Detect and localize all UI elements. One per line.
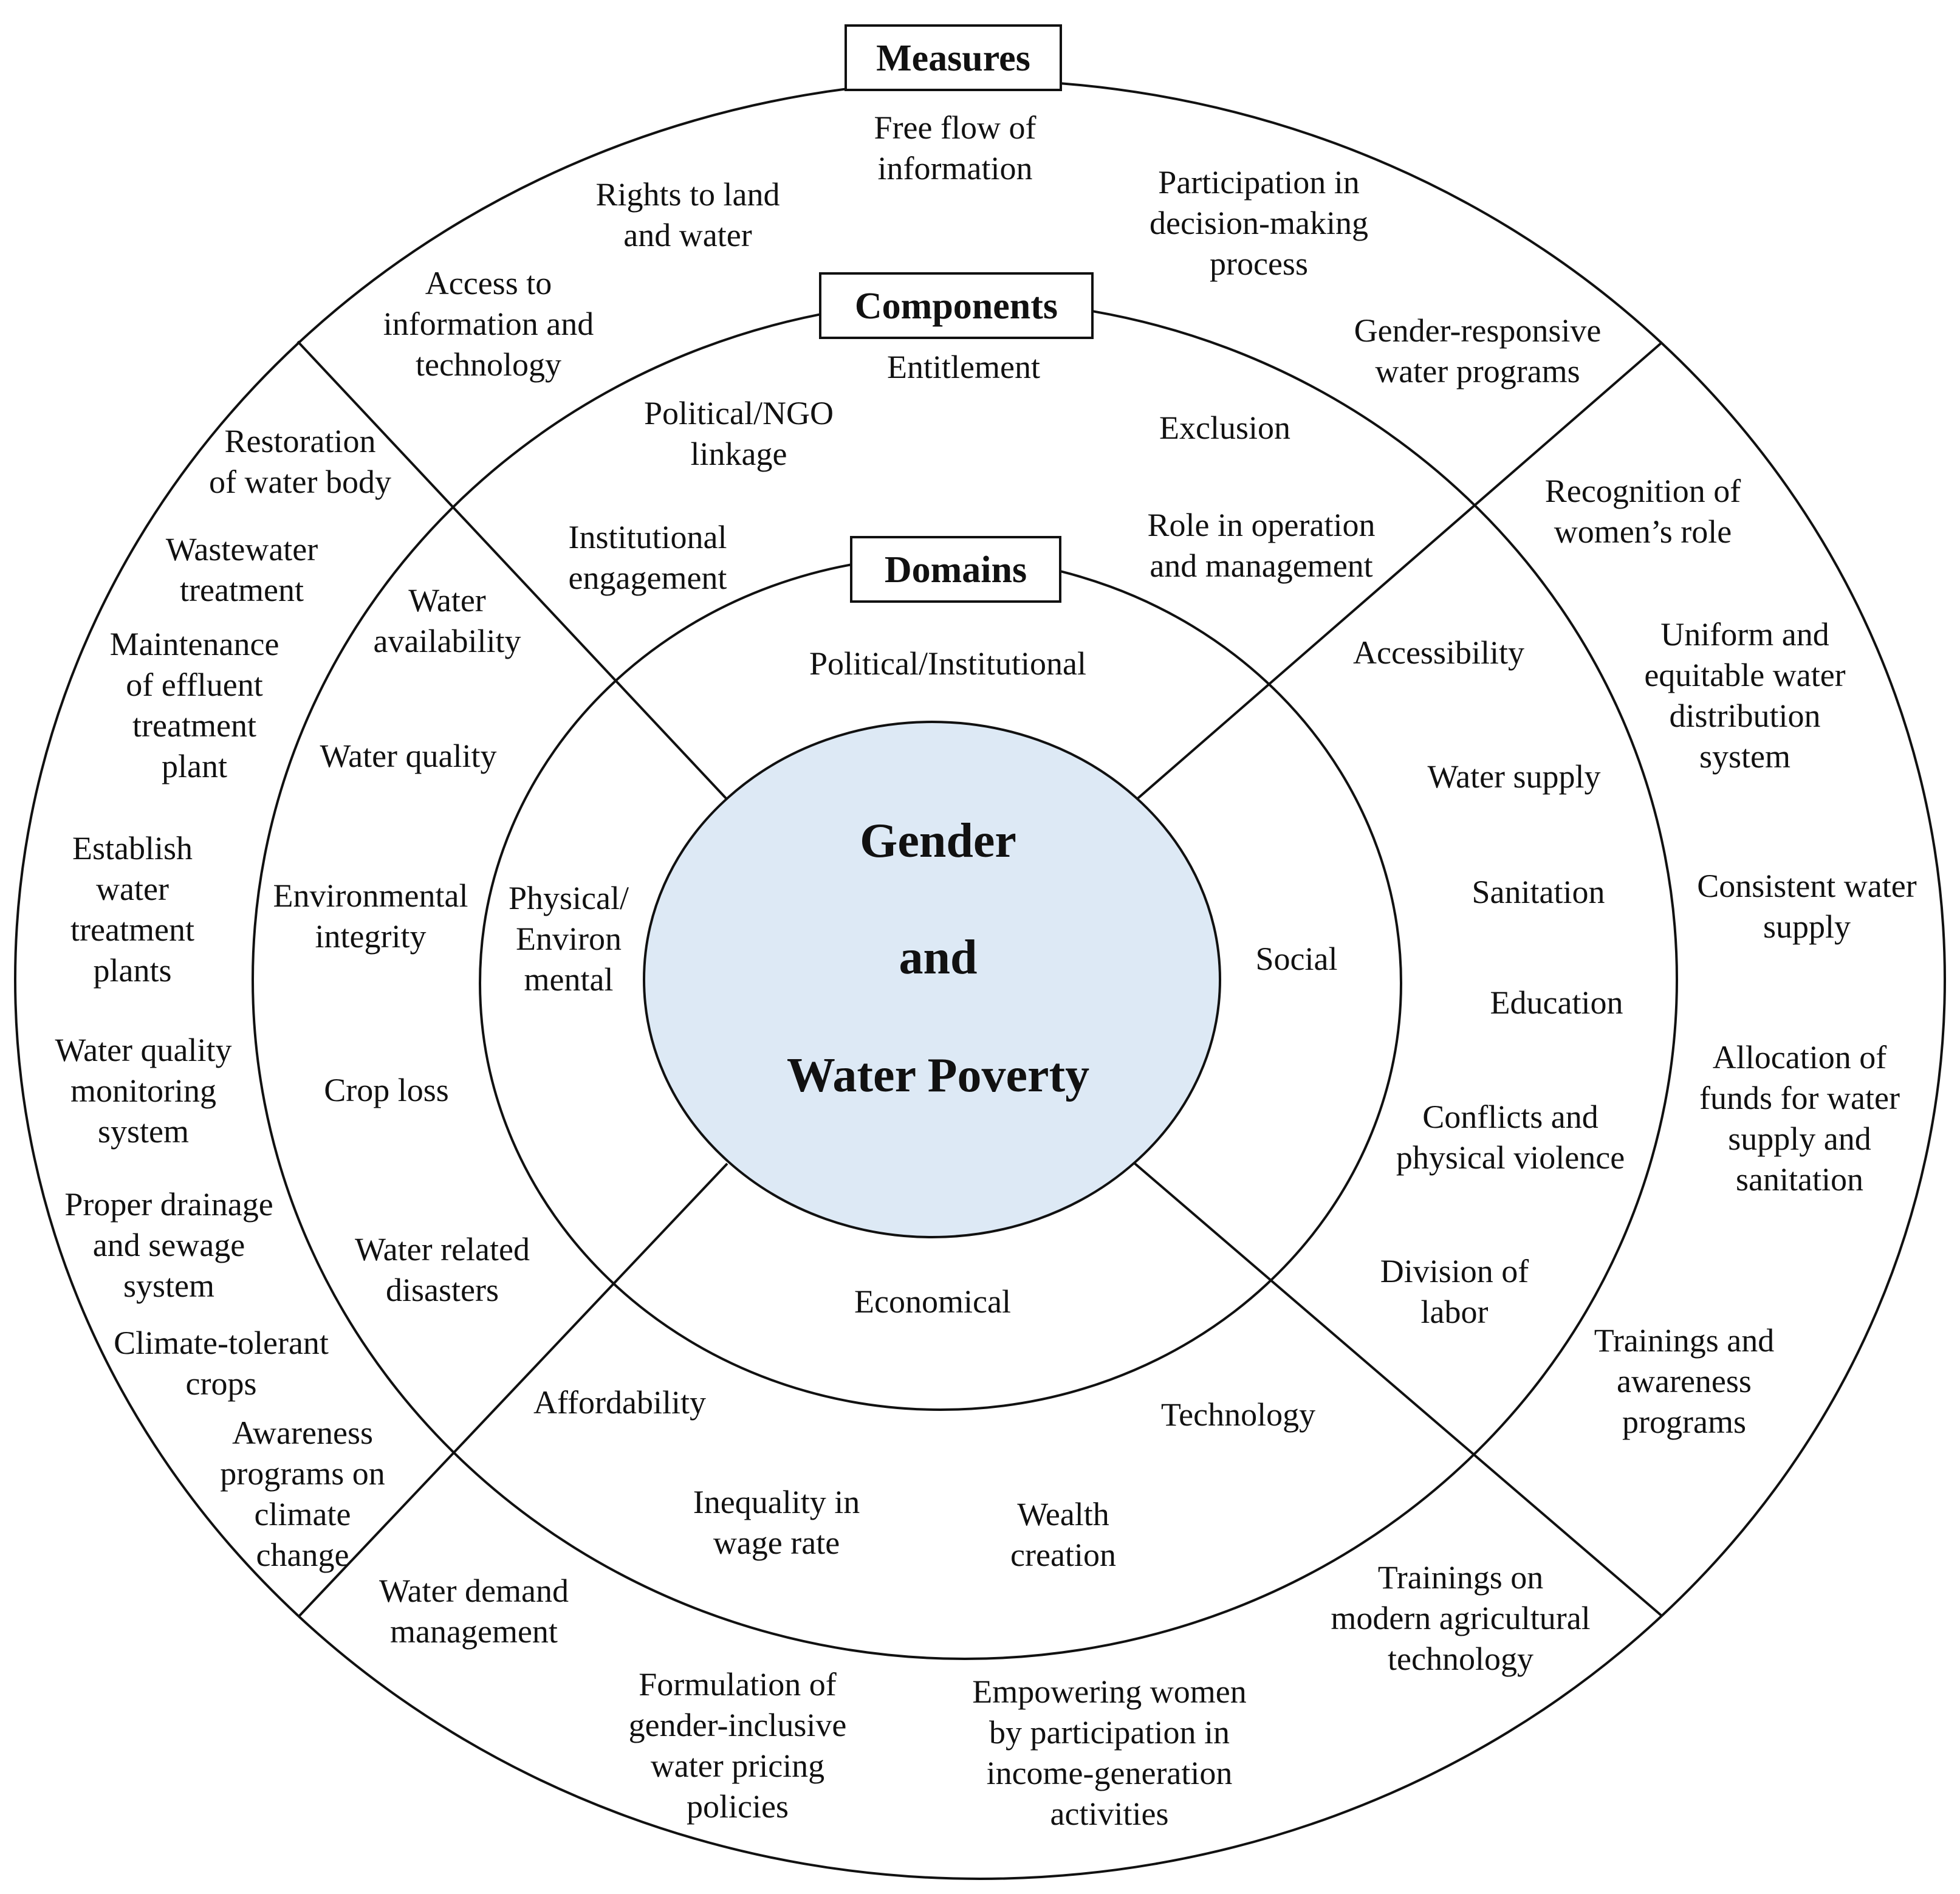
domain-political-institutional: Political/Institutional bbox=[809, 645, 1086, 682]
divider-upper-right bbox=[1134, 341, 1664, 802]
domains-header-label: Domains bbox=[885, 549, 1027, 591]
component-entitlement: Entitlement bbox=[887, 349, 1040, 385]
components-header-label: Components bbox=[855, 286, 1058, 327]
component-accessibility: Accessibility bbox=[1353, 634, 1524, 671]
component-sanitation: Sanitation bbox=[1472, 874, 1605, 910]
domain-economical: Economical bbox=[854, 1283, 1011, 1320]
component-water-supply: Water supply bbox=[1427, 758, 1600, 795]
domain-social: Social bbox=[1256, 941, 1338, 977]
component-affordability: Affordability bbox=[533, 1384, 706, 1421]
component-water-quality: Water quality bbox=[320, 738, 496, 774]
divider-lower-left bbox=[298, 1162, 728, 1618]
component-exclusion: Exclusion bbox=[1159, 410, 1290, 446]
divider-upper-left bbox=[296, 340, 728, 801]
component-technology: Technology bbox=[1161, 1396, 1315, 1433]
center-title-line-1: Gender bbox=[860, 814, 1016, 868]
measures-header: Measures bbox=[845, 24, 1062, 91]
domains-header: Domains bbox=[850, 536, 1061, 603]
component-education: Education bbox=[1490, 984, 1623, 1021]
components-header: Components bbox=[819, 272, 1094, 339]
measures-header-label: Measures bbox=[876, 38, 1030, 79]
center-title-line-3: Water Poverty bbox=[787, 1049, 1089, 1102]
center-ellipse bbox=[643, 721, 1221, 1238]
divider-lower-right bbox=[1134, 1162, 1664, 1618]
component-crop-loss: Crop loss bbox=[324, 1072, 449, 1108]
center-title-line-2: and bbox=[899, 931, 978, 984]
